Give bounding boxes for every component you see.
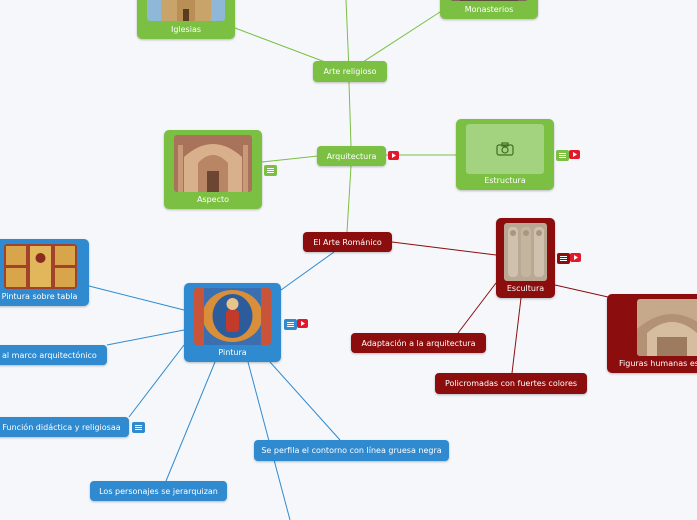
monasterios-label: Monasterios [464, 5, 514, 14]
iglesias-image [147, 0, 225, 21]
youtube-icon[interactable] [297, 319, 308, 328]
node-iglesias[interactable]: Iglesias [137, 0, 235, 39]
node-monasterios[interactable]: Monasterios [440, 0, 538, 19]
connector-aspecto [261, 155, 319, 163]
youtube-icon[interactable] [570, 253, 581, 262]
figuras-label: Figuras humanas es [619, 359, 697, 368]
node-escultura[interactable]: Escultura [496, 218, 555, 298]
node-marco-arquitectonico[interactable]: al marco arquitectónico [0, 345, 107, 365]
escultura-image [504, 223, 547, 281]
pintura-tabla-image [4, 244, 77, 289]
connector-funcion [128, 344, 185, 418]
connector-tabla [88, 285, 185, 311]
node-pintura-sobre-tabla[interactable]: Pintura sobre tabla [0, 239, 89, 306]
connector-figuras [554, 284, 609, 298]
node-aspecto[interactable]: Aspecto [164, 130, 262, 209]
connector-escultura [391, 241, 497, 256]
connector-marco [106, 329, 185, 346]
pintura-label: Pintura [218, 348, 247, 357]
pintura-tabla-label: Pintura sobre tabla [1, 292, 78, 301]
node-el-arte-romanico[interactable]: El Arte Románico [303, 232, 392, 252]
connector-up [345, 0, 350, 72]
pintura-image [194, 288, 271, 345]
notes-icon[interactable] [264, 165, 277, 176]
connector-arquitectura [348, 81, 352, 147]
node-funcion-didactica[interactable]: Función didáctica y religiosaa [0, 417, 129, 437]
connector-personajes [165, 361, 216, 482]
connector-adaptacion [457, 282, 497, 334]
connector-policromadas [511, 297, 522, 374]
node-personajes[interactable]: Los personajes se jerarquizan [90, 481, 227, 501]
aspecto-image [174, 135, 252, 192]
node-estructura[interactable]: Estructura [456, 119, 554, 190]
connector-romanico [346, 165, 352, 233]
node-policromadas[interactable]: Policromadas con fuertes colores [435, 373, 587, 394]
iglesias-label: Iglesias [170, 25, 202, 34]
notes-icon[interactable] [557, 253, 570, 264]
notes-icon[interactable] [284, 319, 297, 330]
notes-icon[interactable] [132, 422, 145, 433]
figuras-image [637, 299, 697, 356]
node-se-perfila[interactable]: Se perfila el contorno con línea gruesa … [254, 440, 449, 461]
connector-pintura [280, 251, 335, 291]
node-arte-religioso[interactable]: Arte religioso [313, 61, 387, 82]
monasterios-image [450, 0, 528, 1]
connector-perfila [269, 361, 341, 441]
notes-icon[interactable] [556, 150, 569, 161]
estructura-image-placeholder [466, 124, 544, 174]
youtube-icon[interactable] [569, 150, 580, 159]
escultura-label: Escultura [506, 284, 545, 293]
node-arquitectura[interactable]: Arquitectura [317, 146, 386, 166]
node-adaptacion[interactable]: Adaptación a la arquitectura [351, 333, 486, 353]
youtube-icon[interactable] [388, 151, 399, 160]
camera-icon [496, 142, 514, 156]
aspecto-label: Aspecto [196, 195, 230, 204]
node-figuras-humanas[interactable]: Figuras humanas es [607, 294, 697, 373]
node-pintura[interactable]: Pintura [184, 283, 281, 362]
estructura-label: Estructura [484, 176, 526, 185]
